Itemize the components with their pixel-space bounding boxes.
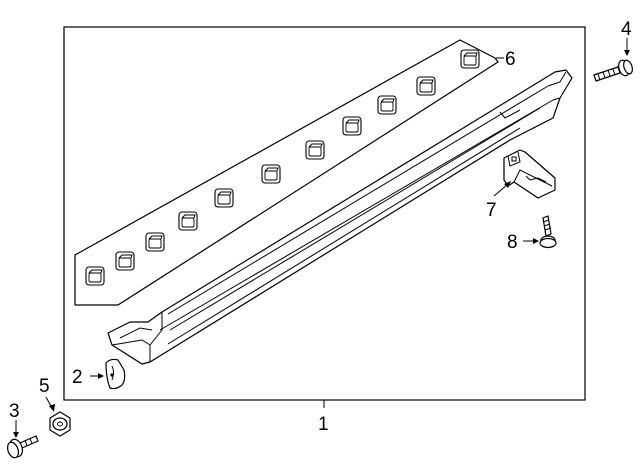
callout-4: 4 xyxy=(621,19,632,40)
leader-lines xyxy=(13,38,630,438)
retainer-clip xyxy=(85,266,105,286)
retainer-clips xyxy=(85,49,480,286)
callout-5: 5 xyxy=(39,376,50,397)
clip-panel-part-6 xyxy=(74,39,499,306)
callout-6: 6 xyxy=(505,49,516,70)
retainer-clip xyxy=(305,140,325,160)
retainer-clip xyxy=(342,116,362,136)
screw-part-3 xyxy=(6,435,39,459)
end-cap-part-2 xyxy=(105,358,126,390)
rocker-molding-part-1 xyxy=(107,69,573,365)
nut-part-5 xyxy=(49,411,71,437)
screw-part-8 xyxy=(539,215,557,249)
callout-1: 1 xyxy=(318,414,329,435)
retainer-clip xyxy=(178,211,198,231)
callout-3: 3 xyxy=(9,401,20,422)
callout-7: 7 xyxy=(486,200,497,221)
callout-2: 2 xyxy=(72,367,83,388)
retainer-clip xyxy=(460,49,480,69)
bracket-part-7 xyxy=(503,149,556,199)
retainer-clip xyxy=(261,164,281,184)
retainer-clip xyxy=(214,188,234,208)
callout-8: 8 xyxy=(507,232,518,253)
bolt-part-4 xyxy=(593,59,633,82)
retainer-clip xyxy=(145,232,165,252)
retainer-clip xyxy=(377,95,397,115)
retainer-clip xyxy=(115,251,135,271)
retainer-clip xyxy=(416,76,436,96)
